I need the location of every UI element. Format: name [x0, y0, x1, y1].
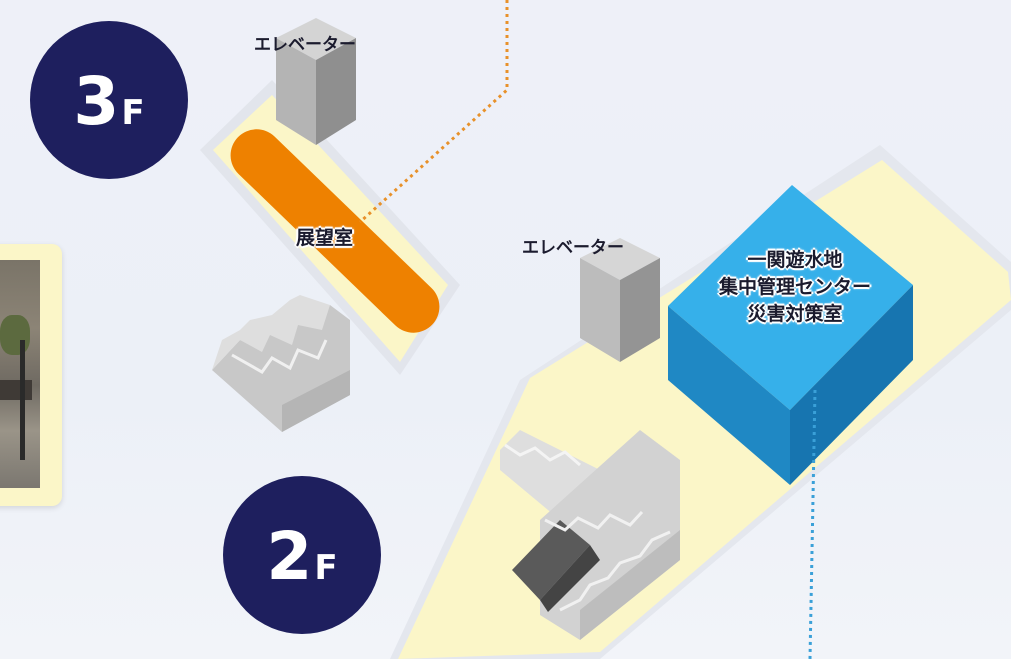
control-center-label: 一関遊水地 集中管理センター 災害対策室 [680, 247, 910, 328]
control-center-leader-line [808, 389, 817, 659]
floor-2-elevator-label: エレベーター [522, 238, 624, 258]
observation-room-label: 展望室 [296, 227, 354, 249]
observation-leader-line [358, 0, 509, 224]
floor-3-badge: 3 F [30, 21, 188, 179]
control-center-line-1: 一関遊水地 [747, 249, 843, 271]
control-center-cube [668, 185, 913, 485]
control-center-line-2: 集中管理センター [718, 276, 871, 298]
floor-2-unit: F [314, 548, 338, 588]
floor-2-badge: 2 F [223, 476, 381, 634]
floor-3-elevator-label: エレベーター [254, 35, 356, 55]
floor-2-stairs [500, 430, 680, 640]
photo-frame [0, 244, 62, 506]
photo-thumbnail [0, 260, 40, 488]
floor-3-elevator [276, 18, 356, 145]
observation-room [230, 129, 440, 333]
floor-3-stairs [212, 295, 350, 432]
floor-3-number: 3 [73, 63, 120, 140]
floor-3-unit: F [121, 93, 145, 133]
control-center-line-3: 災害対策室 [747, 303, 843, 325]
floor-2-number: 2 [266, 518, 313, 595]
floor-2-elevator [580, 238, 660, 362]
